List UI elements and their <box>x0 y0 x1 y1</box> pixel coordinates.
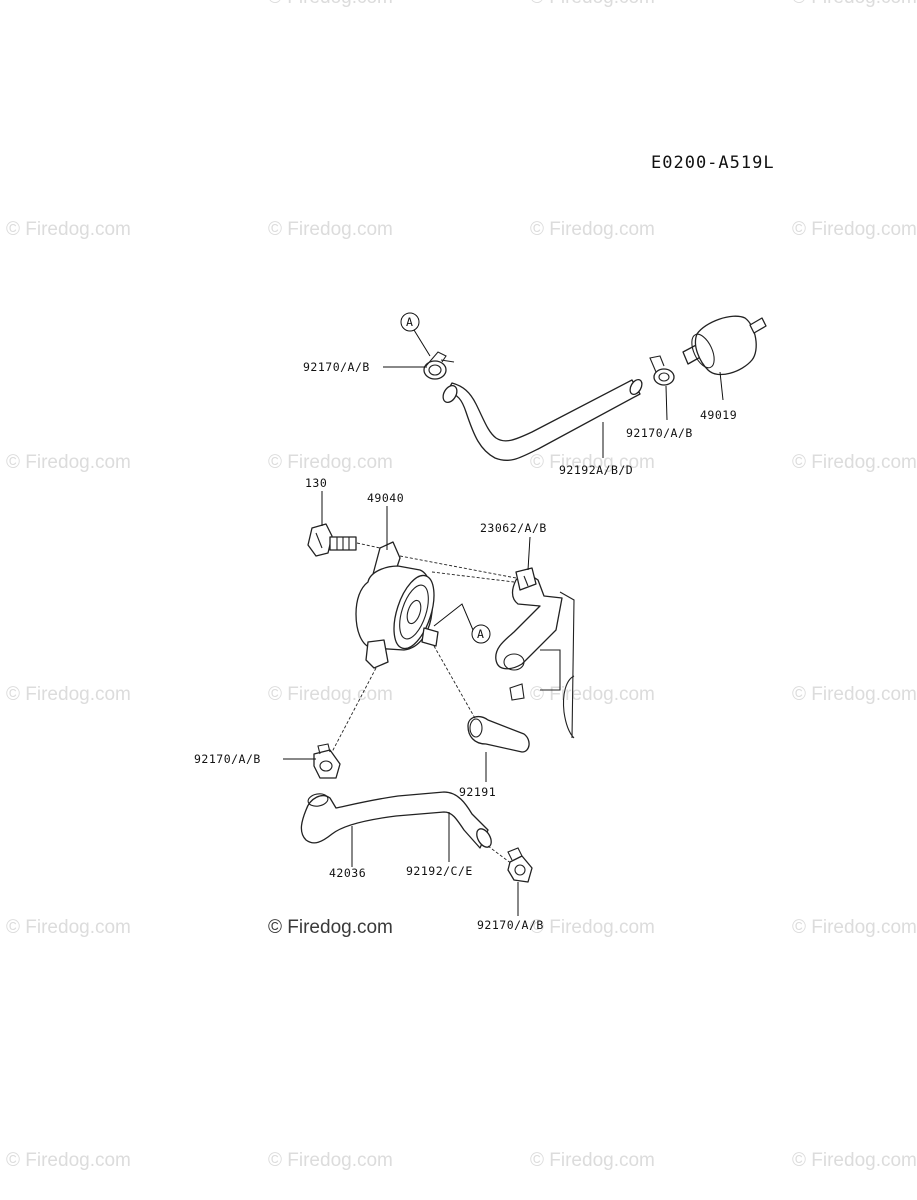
label-hose-bottom: 92192/C/E <box>406 864 473 878</box>
bracket <box>495 567 575 739</box>
label-hose-elbow: 92191 <box>459 785 497 799</box>
label-pump: 49040 <box>367 491 405 505</box>
watermark: © Firedog.com <box>530 1150 655 1171</box>
watermark: © Firedog.com <box>530 219 655 240</box>
watermark: © Firedog.com <box>268 452 393 473</box>
clamp-top-left <box>423 351 455 380</box>
watermark: © Firedog.com <box>792 684 917 705</box>
assembly-lines <box>331 542 517 865</box>
watermark-primary: © Firedog.com <box>268 917 393 938</box>
watermark: © Firedog.com <box>530 917 655 938</box>
watermark: © Firedog.com <box>6 452 131 473</box>
watermark: © Firedog.com <box>792 1150 917 1171</box>
clamp-mid-left <box>313 743 341 779</box>
watermark: © Firedog.com <box>6 684 131 705</box>
watermark: © Firedog.com <box>792 0 917 9</box>
watermark: © Firedog.com <box>268 684 393 705</box>
clamp-bottom <box>507 847 533 883</box>
watermark: © Firedog.com <box>268 0 393 9</box>
bolt <box>307 523 357 557</box>
pipe <box>300 791 492 849</box>
label-clamp-bottom: 92170/A/B <box>477 918 544 932</box>
label-filter: 49019 <box>700 408 738 422</box>
watermark: © Firedog.com <box>530 0 655 9</box>
watermark: © Firedog.com <box>792 219 917 240</box>
watermark: © Firedog.com <box>792 917 917 938</box>
label-clamp-mid-left: 92170/A/B <box>194 752 261 766</box>
watermark: © Firedog.com <box>268 1150 393 1171</box>
watermark: © Firedog.com <box>6 917 131 938</box>
watermark: © Firedog.com <box>530 452 655 473</box>
hose-top <box>442 378 643 462</box>
callout-a-top <box>400 312 431 357</box>
watermark: © Firedog.com <box>792 452 917 473</box>
fuel-filter <box>682 315 767 376</box>
leader-lines <box>283 366 724 916</box>
watermark: © Firedog.com <box>6 219 131 240</box>
callout-a-mid-letter: A <box>477 627 485 641</box>
callout-a-top-letter: A <box>406 315 414 329</box>
label-pipe: 42036 <box>329 866 367 880</box>
watermark: © Firedog.com <box>530 684 655 705</box>
label-bolt: 130 <box>305 476 328 490</box>
label-damper: 23062/A/B <box>480 521 547 535</box>
label-hose-top: 92192A/B/D <box>559 463 634 477</box>
diagram-code: E0200-A519L <box>651 153 775 173</box>
label-clamp-top-left: 92170/A/B <box>303 360 370 374</box>
watermark: © Firedog.com <box>268 219 393 240</box>
clamp-top-right <box>649 355 675 386</box>
hose-elbow <box>467 715 530 753</box>
fuel-pump <box>355 541 439 669</box>
label-clamp-top-right: 92170/A/B <box>626 426 693 440</box>
callout-a-mid <box>433 603 491 644</box>
watermark: © Firedog.com <box>6 1150 131 1171</box>
